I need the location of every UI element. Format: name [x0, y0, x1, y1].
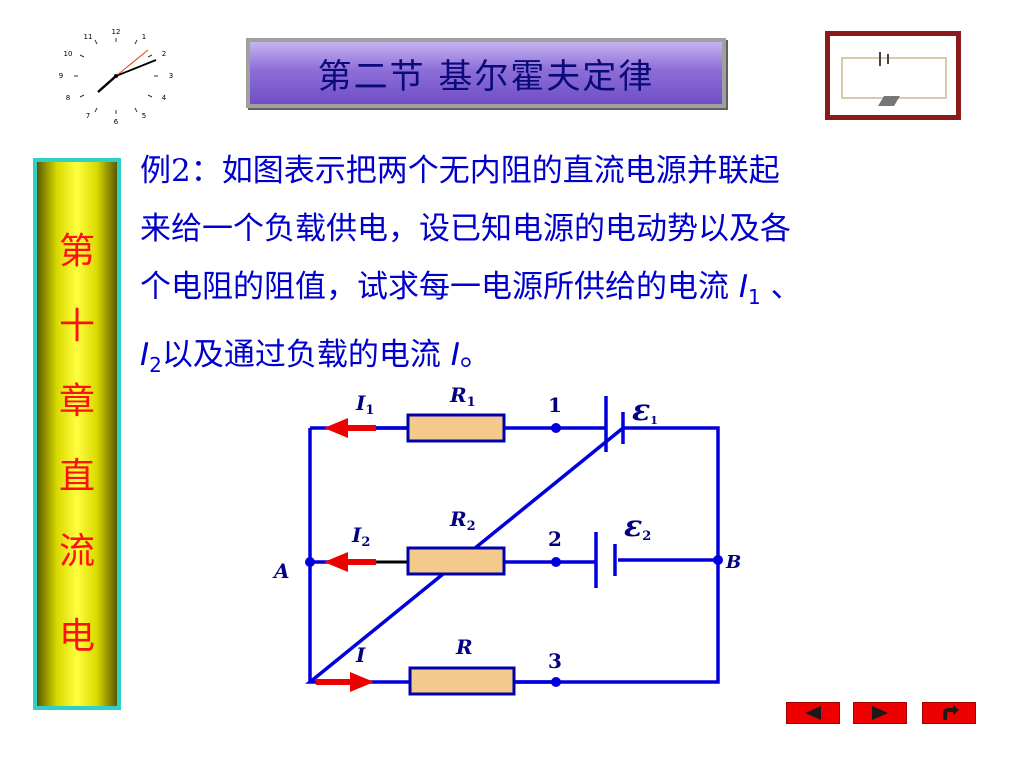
node-A-dot — [305, 557, 315, 567]
label-R2: R — [449, 507, 467, 531]
diagram-thumbnail[interactable] — [825, 31, 961, 120]
label-I2: I — [351, 523, 362, 547]
circuit-diagram: I1 R1 I2 R2 I R A B ε1 ε2 1 2 3 — [272, 383, 741, 696]
sidebar-char: 第 — [58, 231, 95, 272]
clock-num-1: 1 — [142, 33, 146, 41]
problem-line-2: 来给一个负载供电，设已知电源的电动势以及各 — [140, 211, 791, 247]
label-R1: R — [449, 383, 467, 407]
arrow-I2-head — [324, 552, 348, 572]
svg-text:R1: R1 — [449, 383, 476, 410]
clock-num-8: 8 — [66, 94, 70, 102]
node-1-dot — [551, 423, 561, 433]
clock-num-6: 6 — [114, 118, 119, 126]
sidebar-char: 十 — [58, 306, 95, 347]
clock-num-12: 12 — [112, 28, 121, 36]
sidebar-char: 章 — [58, 381, 95, 422]
problem-line-1: 例2：如图表示把两个无内阻的直流电源并联起 — [140, 153, 780, 189]
clock-num-10: 10 — [64, 50, 73, 58]
label-R2-sub: 2 — [467, 519, 476, 534]
label-I1-sub: 1 — [365, 403, 374, 418]
title-banner: 第二节 基尔霍夫定律 — [246, 38, 726, 108]
var-I2: I — [140, 337, 150, 374]
mini-circuit-icon — [841, 52, 947, 106]
label-E1-sub: 1 — [650, 414, 658, 427]
problem-text: 例2：如图表示把两个无内阻的直流电源并联起 来给一个负载供电，设已知电源的电动势… — [140, 142, 1000, 394]
sidebar-char: 流 — [58, 531, 95, 572]
return-arrow-icon — [943, 705, 959, 720]
var-I2-sub: 2 — [149, 353, 162, 378]
label-node-1: 1 — [548, 393, 562, 417]
next-slide-button[interactable] — [853, 702, 907, 724]
problem-line-4: I2以及通过负载的电流 I。 — [140, 326, 1000, 394]
prev-slide-button[interactable] — [786, 702, 840, 724]
label-E1: ε — [632, 393, 650, 428]
svg-text:I1: I1 — [355, 391, 374, 418]
arrow-I2-shaft — [344, 559, 376, 565]
triangle-left-icon — [805, 706, 821, 720]
label-A: A — [272, 559, 290, 583]
svg-text:R2: R2 — [449, 507, 476, 534]
problem-line-3: 个电阻的阻值，试求每一电源所供给的电流 I1 、 — [140, 258, 1000, 326]
node-2-dot — [551, 557, 561, 567]
clock-num-2: 2 — [162, 50, 166, 58]
arrow-I1-head — [324, 418, 348, 438]
label-I: I — [355, 643, 366, 667]
svg-text:ε1: ε1 — [632, 393, 658, 428]
resistor-R2 — [406, 546, 506, 576]
var-I1-sub: 1 — [748, 285, 761, 310]
label-R1-sub: 1 — [467, 395, 476, 410]
chapter-sidebar: 第 十 章 直 流 电 — [33, 158, 121, 710]
problem-line-3-text: 个电阻的阻值，试求每一电源所供给的电流 — [140, 269, 729, 305]
clock-num-5: 5 — [142, 112, 146, 120]
var-I: I — [450, 337, 460, 374]
label-I2-sub: 2 — [361, 535, 370, 550]
clock-num-11: 11 — [84, 33, 93, 41]
svg-text:ε2: ε2 — [624, 509, 651, 544]
sidebar-char: 电 — [58, 616, 95, 657]
var-I1: I — [738, 269, 749, 305]
triangle-right-icon — [872, 706, 888, 720]
sidebar-char: 直 — [58, 456, 95, 497]
clock-icon: 12 1 2 3 4 5 6 7 8 9 10 11 — [59, 28, 173, 126]
arrow-I-head — [350, 672, 374, 692]
label-E2-sub: 2 — [642, 529, 651, 544]
arrow-I-shaft — [316, 679, 350, 685]
clock-num-7: 7 — [86, 112, 90, 120]
resistor-R — [408, 666, 516, 696]
return-button[interactable] — [922, 702, 976, 724]
label-B: B — [725, 552, 741, 573]
node-3-dot — [551, 677, 561, 687]
label-node-3: 3 — [548, 649, 562, 673]
label-E2: ε — [624, 509, 642, 544]
arrow-I1-shaft — [344, 425, 376, 431]
clock-num-9: 9 — [59, 72, 63, 80]
node-B-dot — [713, 555, 723, 565]
separator: 、 — [770, 269, 802, 305]
clock-num-3: 3 — [169, 72, 173, 80]
problem-line-4-text: 以及通过负载的电流 — [161, 337, 441, 374]
label-node-2: 2 — [548, 527, 562, 551]
clock-num-4: 4 — [162, 94, 167, 102]
wire-top — [305, 426, 720, 684]
page-title: 第二节 基尔霍夫定律 — [317, 56, 655, 97]
resistor-R1 — [406, 413, 506, 443]
svg-text:I2: I2 — [351, 523, 370, 550]
label-R: R — [455, 635, 473, 659]
label-I1: I — [355, 391, 366, 415]
period: 。 — [459, 337, 491, 374]
